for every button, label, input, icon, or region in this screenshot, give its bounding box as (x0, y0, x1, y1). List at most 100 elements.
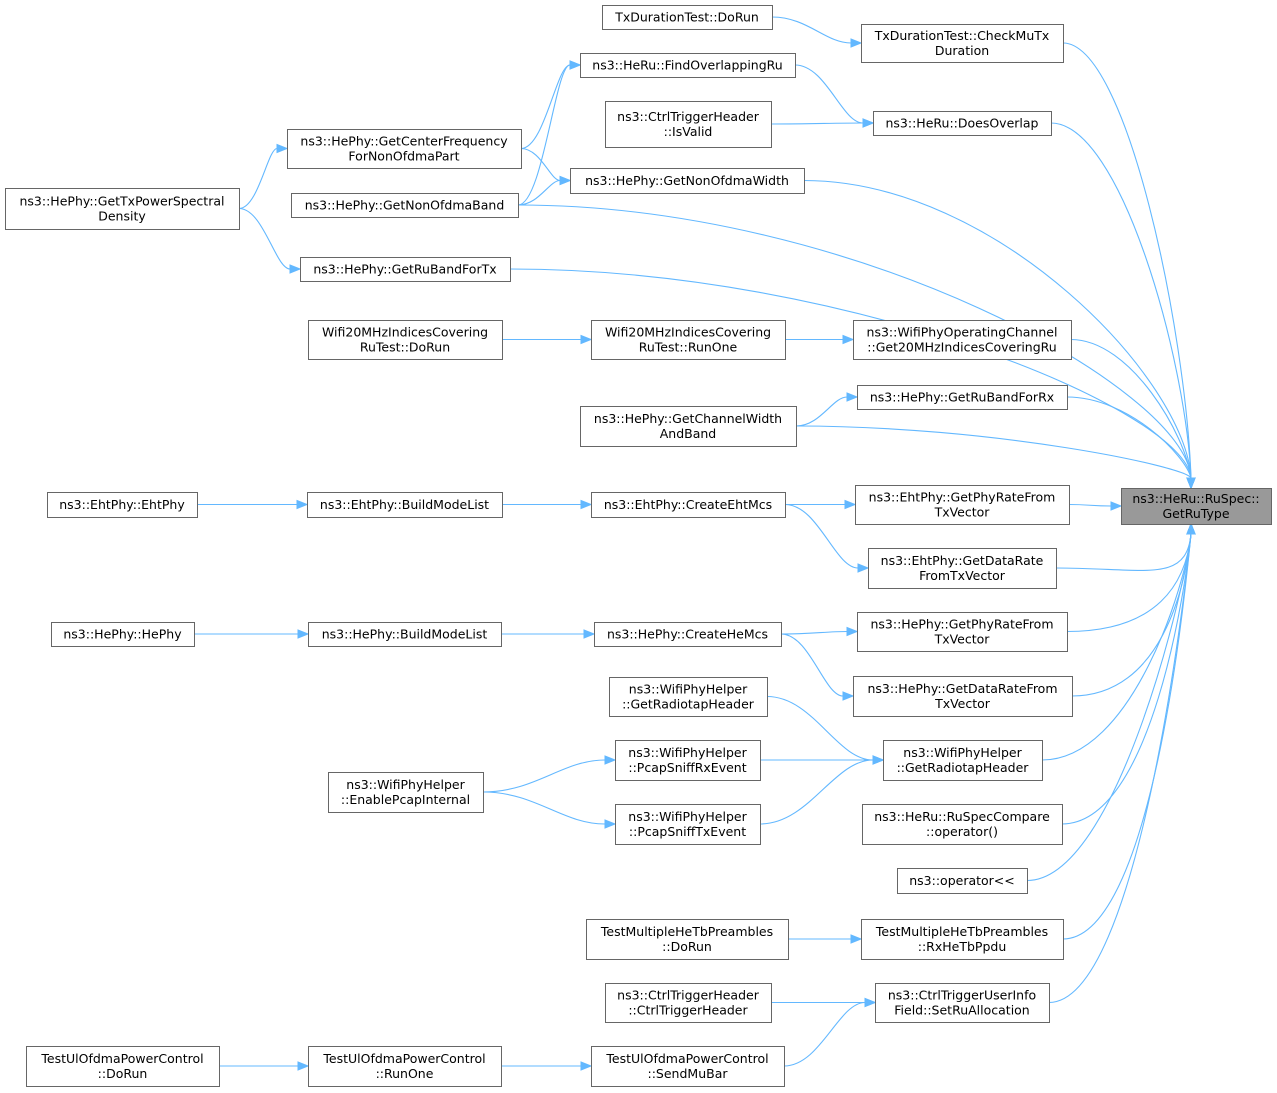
node-label-line: ns3::HePhy::GetRuBandForTx (313, 262, 496, 277)
node-label-line: ns3::EhtPhy::CreateEhtMcs (604, 497, 772, 512)
function-node[interactable]: ns3::WifiPhyHelper::GetRadiotapHeader (883, 740, 1043, 781)
node-label-line: ns3::HePhy::GetRuBandForRx (870, 390, 1054, 405)
node-box (308, 622, 502, 647)
node-label-line: RuTest::DoRun (360, 340, 450, 355)
call-edge-arrowhead (296, 499, 309, 510)
node-box (883, 740, 1043, 781)
call-edge (1026, 533, 1192, 882)
call-edge-arrowhead (846, 392, 859, 402)
function-node[interactable]: ns3::WifiPhyHelper::GetRadiotapHeader (609, 677, 768, 717)
node-label-line: ns3::HePhy::GetNonOfdmaBand (305, 198, 505, 213)
function-node[interactable]: ns3::HeRu::FindOverlappingRu (580, 53, 796, 78)
function-node[interactable]: ns3::HePhy::BuildModeList (308, 622, 502, 647)
function-node[interactable]: TestMultipleHeTbPreambles::RxHeTbPpdu (861, 919, 1064, 960)
call-edge-arrowhead (289, 264, 302, 274)
call-edge (1050, 122, 1192, 479)
node-label-line: ns3::WifiPhyOperatingChannel (867, 325, 1058, 340)
node-box (308, 320, 503, 360)
node-label-line: ns3::HeRu::RuSpecCompare (874, 809, 1050, 824)
node-box (26, 1046, 220, 1087)
function-node[interactable]: ns3::WifiPhyHelper::PcapSniffTxEvent (615, 804, 761, 845)
function-node[interactable]: ns3::WifiPhyHelper::EnablePcapInternal (328, 772, 484, 813)
call-edge (520, 147, 561, 182)
call-edge (770, 122, 864, 125)
node-label-line: RuTest::RunOne (639, 340, 738, 355)
call-edge-arrowhead (872, 755, 885, 765)
node-box (855, 485, 1070, 525)
node-layer: ns3::HeRu::RuSpec::GetRuType TxDurationTe… (5, 5, 1272, 1087)
function-node[interactable]: ns3::WifiPhyOperatingChannel::Get20MHzIn… (853, 320, 1072, 360)
node-box (853, 320, 1072, 360)
node-label-line: Field::SetRuAllocation (894, 1003, 1029, 1018)
node-label-line: TxDurationTest::CheckMuTx (874, 28, 1050, 43)
call-edge (517, 179, 561, 206)
call-edge-arrowhead (842, 691, 855, 701)
node-box (875, 983, 1050, 1023)
function-node[interactable]: ns3::WifiPhyHelper::PcapSniffRxEvent (615, 740, 761, 781)
call-edge (794, 64, 864, 124)
function-node[interactable]: ns3::HeRu::DoesOverlap (873, 111, 1052, 136)
function-node[interactable]: TestUlOfdmaPowerControl::RunOne (308, 1046, 502, 1087)
node-label-line: ns3::HePhy::GetPhyRateFrom (870, 617, 1053, 632)
node-label-line: ns3::WifiPhyHelper (903, 745, 1022, 760)
root-function-node[interactable]: ns3::HeRu::RuSpec::GetRuType (1121, 488, 1272, 525)
node-label-line: ns3::HePhy::GetDataRateFrom (867, 681, 1057, 696)
function-node[interactable]: ns3::HePhy::GetRuBandForRx (857, 385, 1068, 410)
call-edge-arrowhead (569, 60, 582, 70)
function-node[interactable]: ns3::HePhy::CreateHeMcs (594, 622, 782, 647)
call-edge-arrowhead (559, 175, 572, 186)
function-node[interactable]: TestUlOfdmaPowerControl::DoRun (26, 1046, 220, 1087)
node-label-line: ns3::HePhy::HePhy (63, 627, 182, 642)
node-label-line: ns3::WifiPhyHelper (346, 777, 465, 792)
call-edge (771, 16, 852, 44)
function-node[interactable]: ns3::EhtPhy::CreateEhtMcs (591, 492, 786, 518)
node-box (605, 101, 772, 148)
function-node[interactable]: ns3::EhtPhy::EhtPhy (47, 492, 198, 518)
function-node[interactable]: TxDurationTest::DoRun (602, 5, 773, 30)
node-label-line: ::GetRadiotapHeader (622, 697, 755, 712)
node-label-line: ns3::HePhy::CreateHeMcs (607, 627, 768, 642)
function-node[interactable]: ns3::HePhy::GetCenterFrequencyForNonOfdm… (287, 129, 522, 169)
node-label-line: ::EnablePcapInternal (341, 792, 470, 807)
node-label-line: ::CtrlTriggerHeader (628, 1003, 748, 1018)
function-node[interactable]: ns3::HePhy::GetNonOfdmaWidth (570, 168, 805, 194)
function-node[interactable]: TestMultipleHeTbPreambles::DoRun (586, 919, 789, 960)
node-label-line: ::operator() (926, 824, 998, 839)
function-node[interactable]: ns3::HeRu::RuSpecCompare::operator() (862, 804, 1063, 845)
function-node[interactable]: ns3::HePhy::GetNonOfdmaBand (291, 193, 519, 218)
function-node[interactable]: TestUlOfdmaPowerControl::SendMuBar (591, 1046, 785, 1087)
node-box (853, 676, 1073, 717)
function-node[interactable]: ns3::HePhy::HePhy (51, 622, 195, 647)
function-node[interactable]: ns3::CtrlTriggerHeader::CtrlTriggerHeade… (605, 983, 772, 1023)
node-box (586, 919, 789, 960)
node-label-line: ns3::HePhy::BuildModeList (322, 627, 488, 642)
function-node[interactable]: ns3::HePhy::GetRuBandForTx (300, 257, 511, 282)
node-label-line: ns3::HePhy::GetCenterFrequency (300, 134, 508, 149)
function-node[interactable]: ns3::operator<< (897, 868, 1028, 894)
call-edge-arrowhead (857, 563, 870, 573)
node-label-line: ns3::HeRu::FindOverlappingRu (592, 58, 782, 73)
function-node[interactable]: ns3::EhtPhy::BuildModeList (307, 492, 503, 518)
call-edge (780, 633, 844, 697)
node-label-line: ns3::EhtPhy::GetPhyRateFrom (869, 490, 1056, 505)
node-label-line: Wifi20MHzIndicesCovering (322, 325, 488, 340)
call-edge (1062, 42, 1192, 479)
function-node[interactable]: ns3::CtrlTriggerUserInfoField::SetRuAllo… (875, 983, 1050, 1023)
call-edge (1041, 533, 1192, 761)
node-label-line: ns3::EhtPhy::EhtPhy (59, 497, 185, 512)
call-edge (795, 396, 848, 427)
call-edge-arrowhead (862, 118, 875, 128)
node-label-line: ns3::HeRu::DoesOverlap (886, 116, 1039, 131)
function-node[interactable]: ns3::CtrlTriggerHeader::IsValid (605, 101, 772, 148)
node-label-line: TxVector (934, 632, 991, 647)
node-box (308, 1046, 502, 1087)
